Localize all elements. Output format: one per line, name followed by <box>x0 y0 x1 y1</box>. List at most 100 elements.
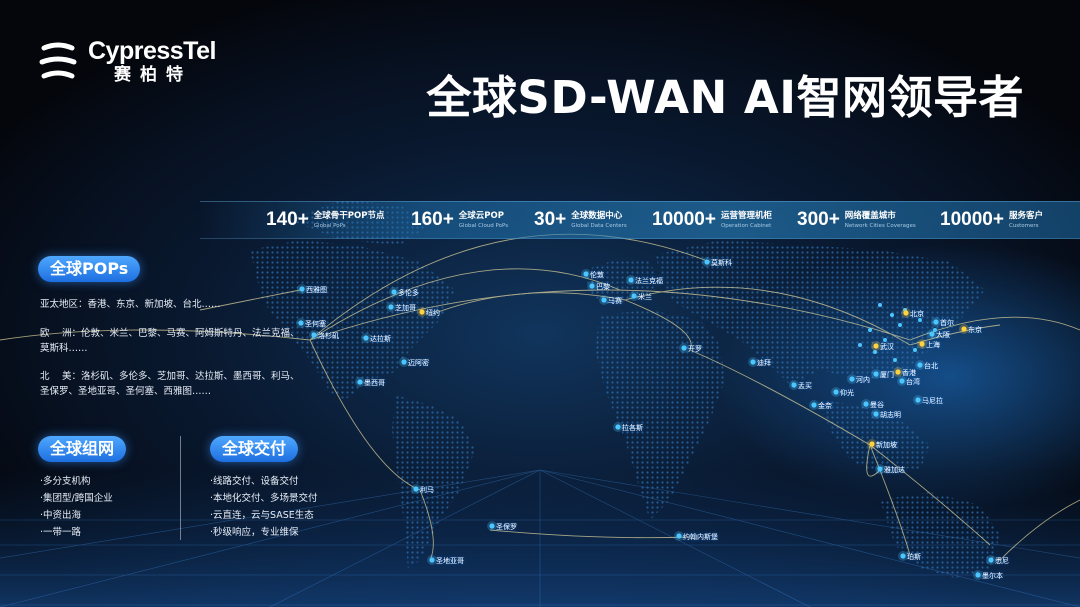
pin-dallas-icon <box>361 333 371 343</box>
page-title: 全球SD-WAN AI智网领导者 <box>426 71 1024 124</box>
city-label-bangkok: 曼谷 <box>870 401 884 409</box>
brand-name-cn: 赛柏特 <box>114 65 192 85</box>
city-label-johannesburg: 约翰内斯堡 <box>683 533 718 541</box>
pin-xiamen-icon <box>871 369 881 379</box>
stat-label-cn: 全球数据中心 <box>571 210 623 221</box>
city-label-seoul: 首尔 <box>940 319 954 327</box>
pin-manila-icon <box>913 395 923 405</box>
city-label-mexico: 墨西哥 <box>364 379 385 387</box>
city-label-sydney: 悉尼 <box>995 557 1009 565</box>
brand-logo: CypressTel 赛柏特 <box>38 38 216 86</box>
stat-value: 10000+ <box>940 209 1004 230</box>
pin-jakarta-icon <box>875 464 885 474</box>
stat-label-cn: 网络覆盖城市 <box>844 210 896 221</box>
list-item: ·本地化交付、多场景交付 <box>210 493 318 504</box>
city-label-hochiminh: 胡志明 <box>880 411 901 419</box>
city-label-singapore: 新加坡 <box>876 441 897 449</box>
city-label-dallas: 达拉斯 <box>370 335 391 343</box>
pin-bangkok-icon <box>861 399 871 409</box>
pops-europe-line2: 莫斯科…… <box>40 343 88 354</box>
pin-hanoi-icon <box>847 374 857 384</box>
pin-wuhan-icon <box>871 341 881 351</box>
city-label-tokyo: 东京 <box>968 326 982 334</box>
city-label-saopaulo: 圣保罗 <box>496 523 517 531</box>
city-label-paris: 巴黎 <box>596 283 610 291</box>
stats-band <box>200 201 1080 239</box>
city-label-wuhan: 武汉 <box>880 343 894 351</box>
city-label-hongkong: 香港 <box>902 369 916 377</box>
brand-name-en: CypressTel <box>88 37 216 65</box>
stat-label-en: Customers <box>1008 222 1039 229</box>
pin-melbourne-icon <box>973 570 983 580</box>
city-label-yangon: 仰光 <box>840 389 854 397</box>
stat-label-en: Network Cities Coverages <box>844 222 916 229</box>
stat-label-en: Global Cloud PoPs <box>458 222 509 229</box>
pin-seoul-icon <box>931 317 941 327</box>
networking-heading: 全球组网 <box>38 436 127 462</box>
pin-yangon-icon <box>831 387 841 397</box>
city-label-beijing: 北京 <box>910 310 924 318</box>
stat-label-en: Operation Cabinet <box>720 222 772 229</box>
stat-value: 160+ <box>411 209 454 230</box>
city-label-osaka: 大阪 <box>936 331 950 339</box>
pops-na-line2: 圣保罗、圣地亚哥、圣何塞、西雅图…… <box>40 386 212 397</box>
networking-list: ·多分支机构 ·集团型/跨国企业 ·中资出海 ·一带一路 <box>40 473 113 541</box>
pin-santiago-icon <box>427 555 437 565</box>
city-label-lagos: 拉各斯 <box>622 424 643 432</box>
pin-cairo-icon <box>679 343 689 353</box>
pin-saopaulo-icon <box>487 521 497 531</box>
city-label-melbourne: 墨尔本 <box>982 572 1003 580</box>
pin-hongkong-icon <box>893 367 903 377</box>
pin-miami-icon <box>399 357 409 367</box>
city-label-london: 伦敦 <box>590 271 604 279</box>
list-item: ·线路交付、设备交付 <box>210 476 299 487</box>
list-item: ·中资出海 <box>40 510 82 521</box>
pin-sanjose-icon <box>296 318 306 328</box>
city-label-manila: 马尼拉 <box>922 397 943 405</box>
city-label-dubai: 迪拜 <box>757 359 771 367</box>
city-label-santiago: 圣地亚哥 <box>436 557 464 565</box>
pin-chicago-icon <box>386 302 396 312</box>
delivery-heading: 全球交付 <box>210 436 299 462</box>
pin-dubai-icon <box>748 357 758 367</box>
city-label-miami: 迈阿密 <box>408 359 429 367</box>
pops-heading: 全球POPs <box>38 256 141 282</box>
route-lines <box>0 233 1080 561</box>
city-label-shanghai: 上海 <box>926 341 940 349</box>
city-label-sanjose: 圣何塞 <box>305 320 326 328</box>
pin-frankfurt-icon <box>626 275 636 285</box>
city-label-moscow: 莫斯科 <box>711 259 732 267</box>
pin-paris-icon <box>587 281 597 291</box>
stat-label-cn: 全球骨干POP节点 <box>313 210 385 221</box>
list-item: ·秒级响应，专业维保 <box>210 527 299 538</box>
city-label-cairo: 开罗 <box>688 345 702 353</box>
pin-moscow-icon <box>702 257 712 267</box>
city-label-newyork: 纽约 <box>426 309 440 317</box>
city-label-perth: 珀斯 <box>907 553 921 561</box>
list-item: ·多分支机构 <box>40 476 91 487</box>
pin-osaka-icon <box>927 329 937 339</box>
city-label-milan: 米兰 <box>638 293 652 301</box>
pin-mumbai-icon <box>789 380 799 390</box>
pin-shanghai-icon <box>917 339 927 349</box>
city-label-hanoi: 河内 <box>856 376 870 384</box>
pin-chennai-icon <box>809 400 819 410</box>
pin-milan-icon <box>629 291 639 301</box>
pin-tokyo-icon <box>959 324 969 334</box>
pin-johannesburg-icon <box>674 531 684 541</box>
pin-london-icon <box>581 269 591 279</box>
city-label-chennai: 金奈 <box>818 402 832 410</box>
pin-losangeles-icon <box>309 330 319 340</box>
city-label-xiamen: 厦门 <box>880 371 894 379</box>
stat-label-en: Global PoPs <box>313 222 346 229</box>
list-item: ·一带一路 <box>40 527 82 538</box>
pin-toronto-icon <box>389 287 399 297</box>
stat-value: 10000+ <box>652 209 716 230</box>
city-label-seattle: 西雅图 <box>306 286 327 294</box>
pops-europe-line1: 欧 洲：伦敦、米兰、巴黎、马赛、阿姆斯特丹、法兰克福、 <box>40 328 300 339</box>
pin-hochiminh-icon <box>871 409 881 419</box>
city-label-mumbai: 孟买 <box>798 382 812 390</box>
